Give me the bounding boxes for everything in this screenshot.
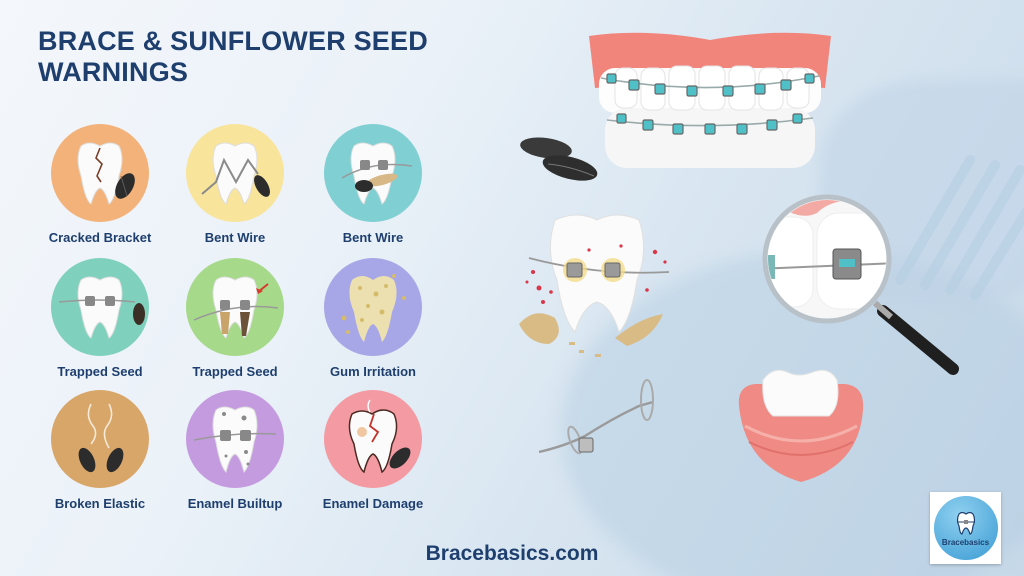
cracked-tooth-seed-icon	[51, 124, 149, 222]
warning-item-bent-wire: Bent Wire	[170, 124, 300, 245]
brand-logo: Bracebasics	[930, 492, 1001, 564]
warning-label: Trapped Seed	[192, 364, 278, 379]
magnifying-glass-braces-illustration	[762, 194, 959, 375]
cracked-tooth-seed-icon	[324, 390, 422, 488]
title-line-2: WARNINGS	[38, 57, 189, 87]
footer-website[interactable]: Bracebasics.com	[425, 542, 599, 565]
warning-label: Gum Irritation	[330, 364, 416, 379]
warning-label: Enamel Builtup	[187, 496, 283, 511]
warning-label: Enamel Damage	[322, 496, 424, 511]
warning-item-enamel-damage: Enamel Damage	[308, 390, 438, 511]
spotted-braces-tooth-icon	[186, 390, 284, 488]
broken-wire-bracket-illustration	[538, 379, 654, 455]
page-title: BRACE & SUNFLOWER SEED WARNINGS	[38, 26, 428, 88]
warning-item-gum-irritation: Gum Irritation	[308, 258, 438, 379]
plaque-tooth-icon	[324, 258, 422, 356]
logo-text: Bracebasics	[941, 537, 990, 547]
warning-label: Bent Wire	[204, 230, 266, 245]
tooth-with-gum-illustration	[738, 369, 864, 482]
warning-label: Trapped Seed	[57, 364, 143, 379]
warning-item-trapped-seed-2: Trapped Seed	[170, 258, 300, 379]
warning-item-broken-elastic: Broken Elastic	[35, 390, 165, 511]
sunflower-seeds-illustration	[520, 137, 598, 181]
tooth-logo-icon	[956, 511, 975, 535]
warning-label: Bent Wire	[342, 230, 404, 245]
warning-item-trapped-seed: Trapped Seed	[35, 258, 165, 379]
dental-lamp-background-icon	[895, 155, 1024, 300]
braces-teeth-model-illustration	[589, 32, 831, 168]
seeds-steam-icon	[51, 390, 149, 488]
logo-badge: Bracebasics	[933, 496, 998, 560]
braces-tooth-seed-icon	[324, 124, 422, 222]
irritated-braces-tooth-illustration	[519, 214, 670, 357]
title-line-1: BRACE & SUNFLOWER SEED	[38, 26, 428, 56]
warning-label: Cracked Bracket	[48, 230, 152, 245]
warning-item-bent-wire-2: Bent Wire	[308, 124, 438, 245]
bent-wire-tooth-icon	[186, 124, 284, 222]
warning-item-cracked-bracket: Cracked Bracket	[35, 124, 165, 245]
stained-tooth-arrow-icon	[186, 258, 284, 356]
warning-label: Broken Elastic	[54, 496, 146, 511]
braces-tooth-seed-icon	[51, 258, 149, 356]
warning-item-enamel-builtup: Enamel Builtup	[170, 390, 300, 511]
